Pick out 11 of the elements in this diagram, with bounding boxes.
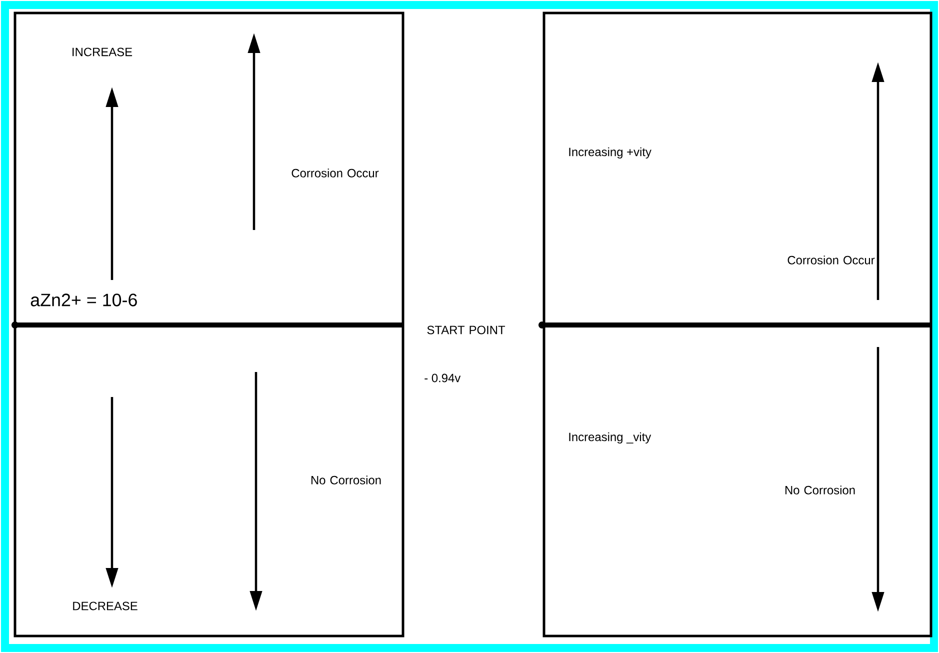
panel-label: INCREASE bbox=[72, 48, 132, 56]
panel-label: Increasing _vity bbox=[569, 432, 652, 444]
panel-label: Corrosion Occur bbox=[292, 168, 379, 178]
panel-label: Increasing +vity bbox=[569, 147, 652, 159]
panel-label: Corrosion Occur bbox=[788, 256, 875, 264]
panel-label: No Corrosion bbox=[785, 486, 855, 494]
label: - 0.94v bbox=[424, 374, 461, 382]
panel-label: No Corrosion bbox=[311, 476, 381, 484]
label: START POINT bbox=[427, 326, 506, 334]
panel-label: DECREASE bbox=[73, 602, 138, 610]
panel-label: aZn2+ = 10-6 bbox=[30, 294, 137, 306]
